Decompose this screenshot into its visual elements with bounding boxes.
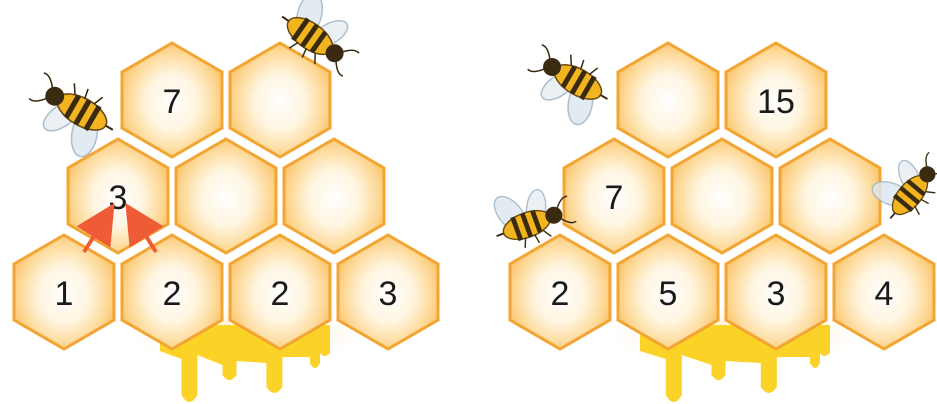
hex-cell-r1-c1[interactable] [176, 139, 276, 253]
hex-shape [284, 139, 384, 253]
hex-cell-r2-c0[interactable]: 2 [510, 235, 610, 349]
pyramid-left: 7 3 1 2 2 3 [14, 43, 438, 349]
hex-cell-r1-c2[interactable] [780, 139, 880, 253]
hex-cell-r1-c1[interactable] [672, 139, 772, 253]
cell-number: 7 [163, 83, 182, 121]
hex-cell-r1-c0[interactable]: 7 [564, 139, 664, 253]
cell-number: 15 [757, 83, 795, 121]
cell-number: 7 [605, 179, 624, 217]
cell-number: 3 [109, 179, 128, 217]
hex-cell-r0-c0[interactable] [618, 43, 718, 157]
cell-number: 3 [767, 275, 786, 313]
cell-number: 2 [551, 275, 570, 313]
cell-number: 1 [55, 275, 74, 313]
hex-cell-r1-c2[interactable] [284, 139, 384, 253]
hex-shape [672, 139, 772, 253]
hex-cell-r2-c0[interactable]: 1 [14, 235, 114, 349]
hex-cell-r0-c0[interactable]: 7 [122, 43, 222, 157]
hex-cell-r0-c1[interactable]: 15 [726, 43, 826, 157]
hex-shape [780, 139, 880, 253]
cell-number: 3 [379, 275, 398, 313]
cell-number: 5 [659, 275, 678, 313]
bee-icon [514, 38, 619, 135]
cell-number: 4 [875, 275, 894, 313]
hex-shape [176, 139, 276, 253]
hex-shape [618, 43, 718, 157]
cell-number: 2 [271, 275, 290, 313]
cell-number: 2 [163, 275, 182, 313]
